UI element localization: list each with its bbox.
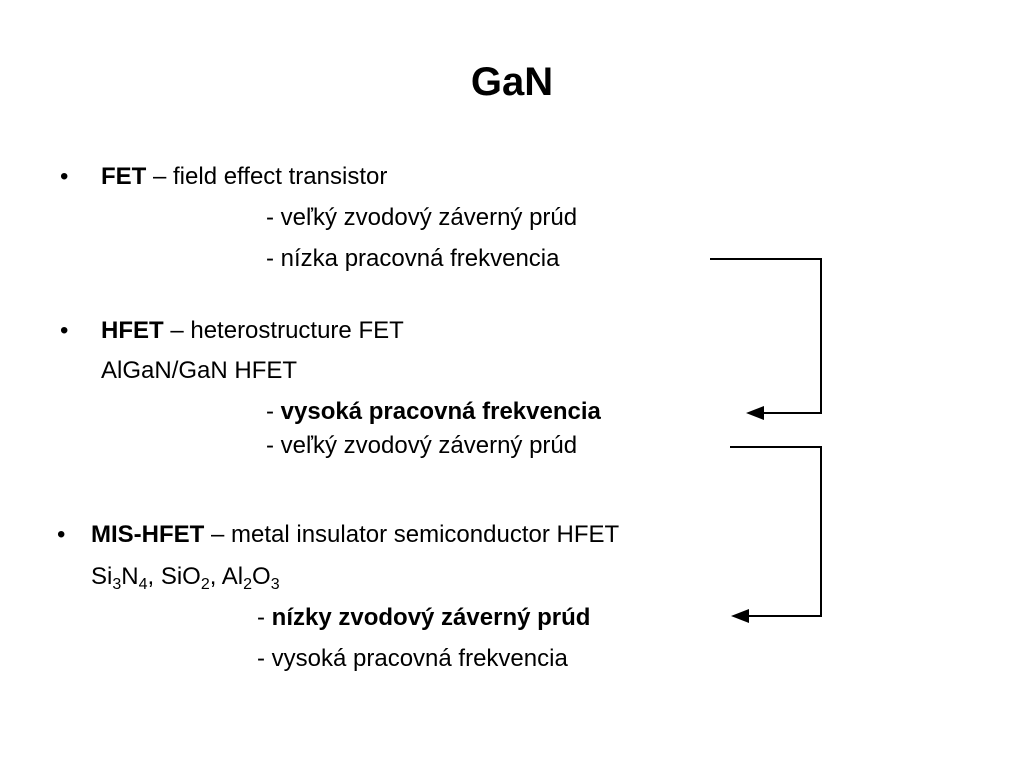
formula-sio: , SiO [147,563,201,590]
bullet-hfet: • [60,317,69,344]
formula-n-sub: 4 [138,576,148,593]
hfet-sub1-dash: - [266,398,281,425]
mis-hfet-term: MIS-HFET [91,521,205,548]
arrowhead-hfet-to-mis-hfet [731,609,749,623]
mis-hfet-heading: MIS-HFET – metal insulator semiconductor… [91,520,619,550]
bullet-fet: • [60,163,69,190]
fet-term: FET [101,163,147,190]
formula-o: O [252,563,271,590]
arrow-hfet-to-mis-hfet [730,446,822,617]
fet-sub1: - veľký zvodový záverný prúd [266,204,578,231]
formula-si: Si [91,563,113,590]
hfet-term: HFET [101,317,164,344]
mis-hfet-sub1-bold: nízky zvodový záverný prúd [271,604,591,631]
hfet-heading: HFET – heterostructure FET [101,316,404,346]
mis-hfet-materials: Si3N4, SiO2, Al2O3 [91,562,280,593]
arrowhead-fet-to-hfet [746,406,764,420]
formula-al: , Al [209,563,244,590]
hfet-sub1-bold: vysoká pracovná frekvencia [280,398,601,425]
formula-o-sub: 3 [270,576,280,593]
mis-hfet-sub1: - nízky zvodový záverný prúd [257,603,590,633]
fet-desc: – field effect transistor [146,163,388,190]
slide-title: GaN [470,60,554,104]
hfet-material: AlGaN/GaN HFET [101,357,298,384]
hfet-sub2: - veľký zvodový záverný prúd [266,432,578,459]
hfet-sub1: - vysoká pracovná frekvencia [266,397,601,427]
mis-hfet-sub2: - vysoká pracovná frekvencia [257,645,568,672]
formula-n: N [121,563,139,590]
bullet-mis-hfet: • [57,521,66,548]
formula-si-sub: 3 [112,576,122,593]
arrow-fet-to-hfet [710,258,822,414]
formula-al-sub: 2 [243,576,253,593]
mis-hfet-desc: – metal insulator semiconductor HFET [204,521,620,548]
hfet-desc: – heterostructure FET [163,317,404,344]
mis-hfet-sub1-dash: - [257,604,272,631]
fet-sub2: - nízka pracovná frekvencia [266,245,560,272]
fet-heading: FET – field effect transistor [101,162,387,192]
formula-sio-sub: 2 [200,576,210,593]
